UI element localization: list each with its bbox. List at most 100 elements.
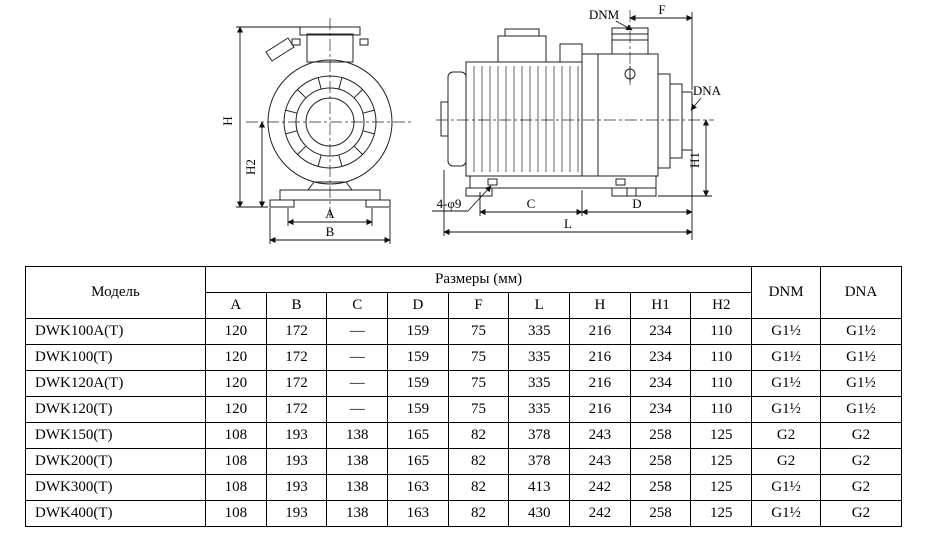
value-cell: 120 xyxy=(205,318,267,345)
value-cell: 335 xyxy=(508,396,571,423)
value-cell: 234 xyxy=(629,396,692,423)
value-cell: 430 xyxy=(508,500,571,527)
value-cell: 216 xyxy=(569,370,631,397)
dim-label-h2: H2 xyxy=(243,159,258,175)
value-cell: 75 xyxy=(447,370,510,397)
value-cell: 108 xyxy=(205,448,267,475)
dim-label-d: D xyxy=(632,196,641,211)
value-cell: G1½ xyxy=(751,344,821,371)
value-cell: 172 xyxy=(265,396,328,423)
value-cell: 258 xyxy=(629,422,692,449)
value-cell: 335 xyxy=(508,318,571,345)
value-cell: 110 xyxy=(690,318,753,345)
value-cell: G2 xyxy=(819,422,903,449)
value-cell: G1½ xyxy=(819,396,903,423)
col-header-b: B xyxy=(265,292,328,319)
value-cell: — xyxy=(326,370,389,397)
value-cell: 108 xyxy=(205,422,267,449)
col-header-h2: H2 xyxy=(690,292,753,319)
value-cell: 193 xyxy=(265,500,328,527)
dimension-labels: H H2 A B DNM F DNA H1 4-φ9 C D L xyxy=(220,2,722,239)
model-cell: DWK120A(T) xyxy=(24,370,207,397)
model-cell: DWK100(T) xyxy=(24,344,207,371)
value-cell: 193 xyxy=(265,448,328,475)
value-cell: 243 xyxy=(569,448,631,475)
value-cell: 242 xyxy=(569,500,631,527)
value-cell: 243 xyxy=(569,422,631,449)
value-cell: G1½ xyxy=(819,370,903,397)
dim-label-h: H xyxy=(220,116,235,125)
value-cell: 165 xyxy=(387,448,449,475)
value-cell: G2 xyxy=(819,500,903,527)
col-header-h: H xyxy=(569,292,631,319)
value-cell: 378 xyxy=(508,448,571,475)
value-cell: 413 xyxy=(508,474,571,501)
technical-drawing-area: H H2 A B DNM F DNA H1 4-φ9 C D L xyxy=(0,0,927,258)
value-cell: 138 xyxy=(326,448,389,475)
value-cell: 108 xyxy=(205,474,267,501)
dim-label-a: A xyxy=(325,206,335,221)
dim-label-dnm: DNM xyxy=(589,7,620,22)
value-cell: 258 xyxy=(629,474,692,501)
model-cell: DWK120(T) xyxy=(24,396,207,423)
value-cell: 110 xyxy=(690,344,753,371)
value-cell: 108 xyxy=(205,500,267,527)
value-cell: G1½ xyxy=(751,318,821,345)
value-cell: G2 xyxy=(819,448,903,475)
value-cell: 234 xyxy=(629,344,692,371)
value-cell: 172 xyxy=(265,344,328,371)
value-cell: 125 xyxy=(690,422,753,449)
value-cell: 82 xyxy=(447,500,510,527)
value-cell: 138 xyxy=(326,422,389,449)
value-cell: G2 xyxy=(751,422,821,449)
value-cell: G2 xyxy=(751,448,821,475)
value-cell: — xyxy=(326,396,389,423)
dnm-header: DNM xyxy=(751,266,821,319)
value-cell: G1½ xyxy=(819,344,903,371)
dim-label-l: L xyxy=(564,216,572,231)
model-cell: DWK400(T) xyxy=(24,500,207,527)
sizes-group-header: Размеры (мм) xyxy=(205,266,753,293)
value-cell: 234 xyxy=(629,370,692,397)
value-cell: G2 xyxy=(819,474,903,501)
model-header: Модель xyxy=(24,266,207,319)
value-cell: 216 xyxy=(569,318,631,345)
dim-label-c: C xyxy=(527,196,536,211)
value-cell: 75 xyxy=(447,396,510,423)
col-header-l: L xyxy=(508,292,571,319)
model-cell: DWK300(T) xyxy=(24,474,207,501)
dim-label-dna: DNA xyxy=(693,83,722,98)
model-cell: DWK150(T) xyxy=(24,422,207,449)
model-cell: DWK100A(T) xyxy=(24,318,207,345)
value-cell: 75 xyxy=(447,344,510,371)
value-cell: 378 xyxy=(508,422,571,449)
pump-front-view xyxy=(246,18,414,218)
value-cell: 125 xyxy=(690,500,753,527)
value-cell: 159 xyxy=(387,370,449,397)
value-cell: G1½ xyxy=(751,500,821,527)
dim-label-h1: H1 xyxy=(687,152,702,168)
table-header-row-1: Модель Размеры (мм) DNM DNA xyxy=(24,266,903,319)
value-cell: 125 xyxy=(690,448,753,475)
value-cell: 216 xyxy=(569,344,631,371)
value-cell: G1½ xyxy=(751,370,821,397)
col-header-d: D xyxy=(387,292,449,319)
value-cell: 82 xyxy=(447,422,510,449)
value-cell: 193 xyxy=(265,474,328,501)
value-cell: 120 xyxy=(205,396,267,423)
pump-side-view xyxy=(436,10,714,197)
value-cell: 110 xyxy=(690,370,753,397)
value-cell: G1½ xyxy=(819,318,903,345)
value-cell: 159 xyxy=(387,318,449,345)
value-cell: 258 xyxy=(629,500,692,527)
